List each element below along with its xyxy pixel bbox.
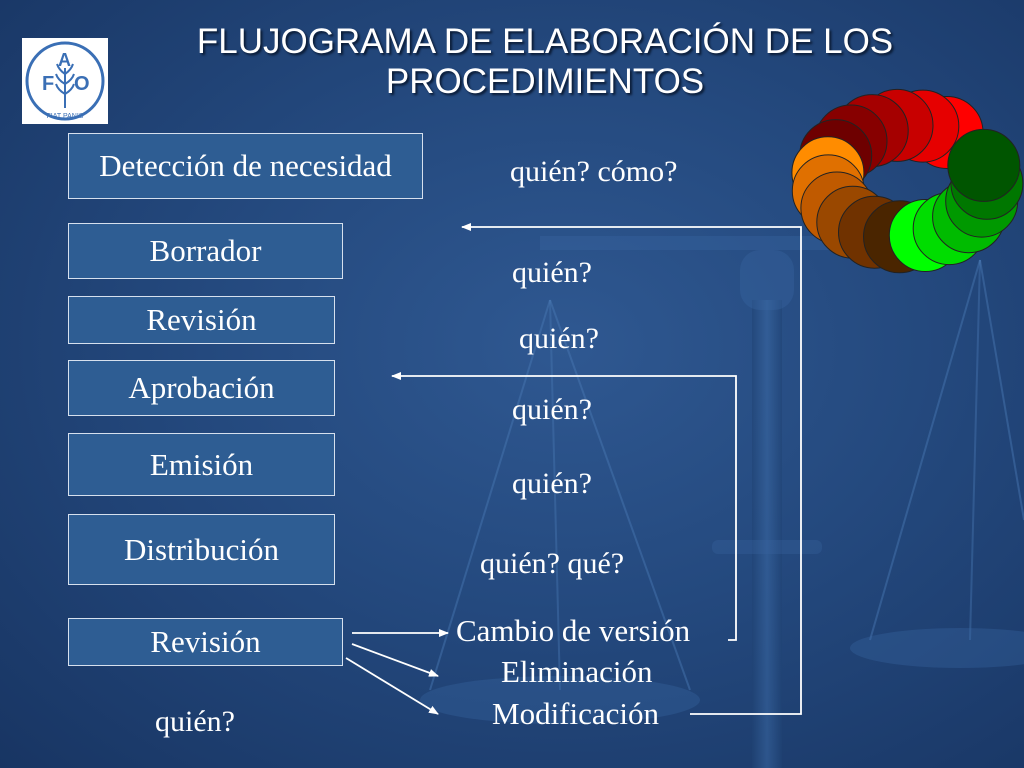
- question-borrador: quién?: [512, 256, 592, 289]
- step-label: Distribución: [124, 531, 279, 567]
- logo-letter-o: O: [74, 73, 90, 95]
- ring-disc: [947, 128, 1021, 202]
- title-line-2: PROCEDIMIENTOS: [385, 62, 705, 101]
- question-emision: quién?: [512, 467, 592, 500]
- arrow-to-eliminacion: [351, 643, 439, 677]
- color-ring-icon: [791, 88, 1024, 274]
- question-revision-final: quién?: [155, 705, 235, 738]
- step-box-aprobacion: Aprobación: [68, 360, 335, 416]
- logo-motto: FIAT PANIS: [47, 113, 84, 120]
- outcome-cambio-version: Cambio de versión: [456, 613, 691, 648]
- step-box-borrador: Borrador: [68, 223, 343, 279]
- step-label: Revisión: [150, 624, 261, 659]
- question-distribucion: quién? qué?: [480, 547, 625, 580]
- fao-wheat-logo-icon: F A O FIAT PANIS: [25, 41, 105, 121]
- step-label: Emisión: [149, 446, 254, 482]
- fao-logo: F A O FIAT PANIS: [22, 38, 108, 124]
- arrow-to-modificacion: [345, 657, 439, 715]
- question-aprobacion: quién?: [512, 393, 592, 426]
- step-box-emision: Emisión: [68, 433, 335, 496]
- step-box-distribucion: Distribución: [68, 514, 335, 585]
- step-label: Aprobación: [128, 370, 275, 405]
- step-label: Borrador: [149, 233, 262, 268]
- logo-letter-f: F: [42, 73, 54, 95]
- outcome-modificacion: Modificación: [492, 696, 660, 731]
- step-label: Revisión: [146, 302, 257, 337]
- step-box-revision-final: Revisión: [68, 618, 343, 666]
- title-line-1: FLUJOGRAMA DE ELABORACIÓN DE LOS: [196, 22, 894, 61]
- page-title: FLUJOGRAMA DE ELABORACIÓN DE LOS PROCEDI…: [120, 22, 970, 102]
- logo-letter-a: A: [58, 50, 71, 70]
- question-deteccion: quién? cómo?: [510, 155, 678, 188]
- step-label: Detección de necesidad: [99, 148, 392, 183]
- question-revision: quién?: [519, 322, 599, 355]
- step-box-revision: Revisión: [68, 296, 335, 344]
- step-box-deteccion: Detección de necesidad: [68, 133, 423, 199]
- outcome-eliminacion: Eliminación: [501, 654, 653, 689]
